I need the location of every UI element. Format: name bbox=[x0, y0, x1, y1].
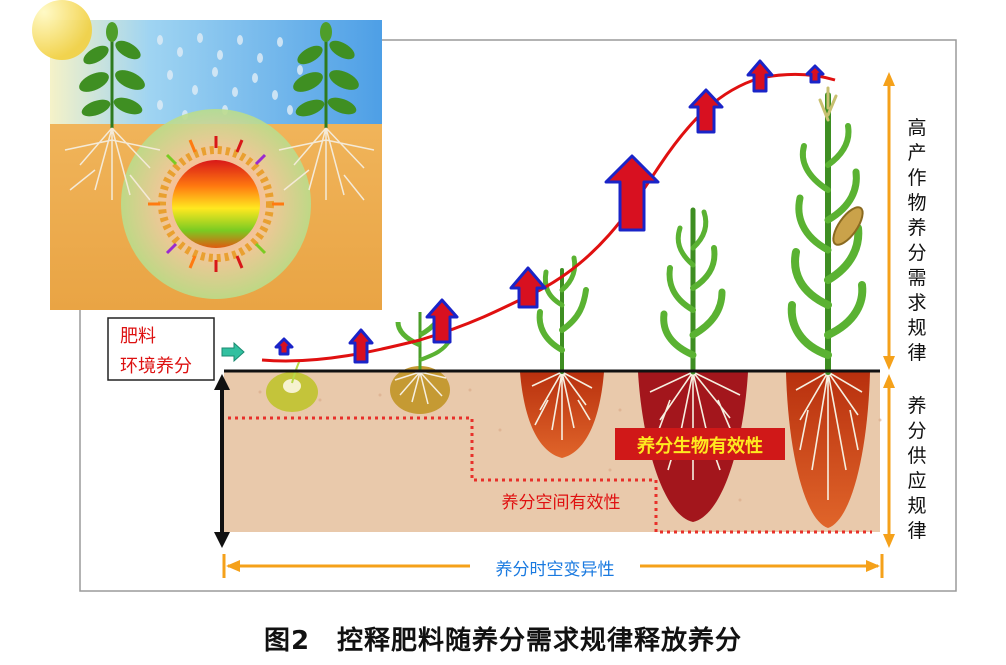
variability-axis bbox=[222, 554, 884, 578]
bio-availability-banner bbox=[615, 428, 785, 460]
demand-arrow-3 bbox=[425, 298, 459, 344]
fertilizer-granule-icon bbox=[148, 136, 284, 272]
plant-icon bbox=[660, 207, 726, 375]
spatial-boundary bbox=[228, 416, 872, 534]
supply-depth-arrow bbox=[214, 374, 230, 548]
demand-arrow-7 bbox=[746, 59, 774, 93]
bio-availability-label: 养分生物有效性 bbox=[637, 436, 763, 457]
demand-arrow-4 bbox=[509, 266, 547, 309]
soil-texture bbox=[258, 388, 882, 502]
rain-icon bbox=[157, 33, 303, 120]
release-arrow-icon bbox=[221, 341, 245, 363]
corn-plant-icon bbox=[787, 86, 867, 375]
legend-box-outline bbox=[107, 317, 215, 381]
plant-icon bbox=[64, 22, 161, 201]
legend-soil-nutrient: 环境养分 bbox=[120, 356, 192, 377]
plant-icon bbox=[395, 307, 452, 372]
root-icon bbox=[390, 366, 450, 414]
demand-arrow-5 bbox=[604, 154, 660, 232]
plant-icon bbox=[278, 22, 375, 201]
rule-axis-arrows bbox=[883, 72, 895, 548]
demand-rule-label: 高产作物养分需求规律 bbox=[907, 117, 927, 364]
supply-rule-label: 养分供应规律 bbox=[907, 395, 927, 542]
figure-caption: 图2 控释肥料随养分需求规律释放养分 bbox=[263, 626, 743, 656]
demand-arrow-1 bbox=[274, 337, 294, 356]
demand-arrow-2 bbox=[348, 328, 374, 364]
demand-arrow-6 bbox=[688, 88, 724, 134]
legend-fertilizer: 肥料 bbox=[120, 326, 156, 347]
seed-icon bbox=[266, 359, 318, 412]
demand-arrow-8 bbox=[805, 64, 825, 84]
variability-label: 养分时空变异性 bbox=[470, 555, 640, 580]
sun-icon bbox=[32, 0, 92, 60]
controlled-release-inset bbox=[32, 0, 382, 310]
spatial-availability-label: 养分空间有效性 bbox=[501, 493, 621, 513]
legend-box: 肥料 环境养分 bbox=[108, 318, 214, 380]
plant-icon bbox=[536, 255, 589, 374]
demand-arrows bbox=[274, 59, 825, 364]
